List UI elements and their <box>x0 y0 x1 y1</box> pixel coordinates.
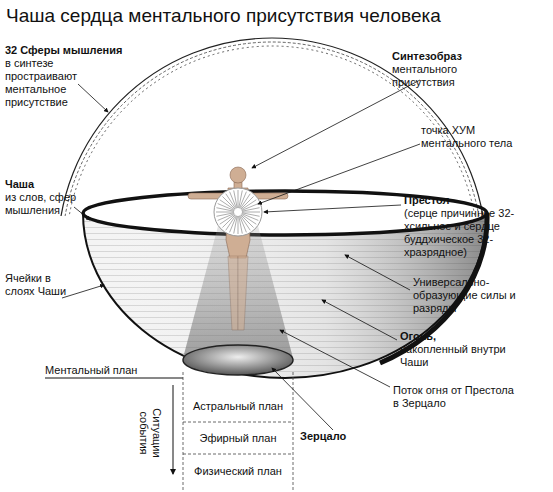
plane-name: Физический план <box>192 465 284 477</box>
callout-label: накопленный внутри Чаши <box>400 343 520 369</box>
callout-label: (серце причинное 32-хсильное и сердце бу… <box>404 207 549 259</box>
throne-ray <box>239 216 243 234</box>
callout-label: Синтезобраз <box>392 50 512 63</box>
plane-name: Астральный план <box>191 400 285 412</box>
throne-ray <box>216 213 234 217</box>
throne-ray <box>240 215 250 230</box>
throne-ray <box>216 212 234 213</box>
throne-ray <box>230 216 237 233</box>
callout-label: Ячейки в слоях Чаши <box>5 272 77 298</box>
plane-name: Эфирный план <box>198 432 279 444</box>
throne-ray <box>238 216 239 234</box>
throne-ray <box>226 194 236 209</box>
throne-ray <box>240 192 247 209</box>
throne-ray <box>242 214 259 221</box>
throne-ray <box>218 204 235 211</box>
callout-label: Зерцало <box>300 430 380 443</box>
callout-label: Поток огня от Престола в Зерцало <box>393 384 518 410</box>
callout-label: ментального присутствия <box>392 63 507 89</box>
callout-label: в синтезе простраивают ментальное присут… <box>5 57 115 109</box>
callout-label: точка ХУМ ментального тела <box>421 124 531 150</box>
callout-label: Огонь, <box>400 330 480 343</box>
title: Чаша сердца ментального присутствия чело… <box>6 5 441 27</box>
plane-band: Астральный план <box>184 390 292 421</box>
throne-ray <box>238 190 239 208</box>
throne-ray <box>241 200 256 210</box>
plane-band: Физический план <box>184 455 292 486</box>
callout-label: из слов, сфер мышления <box>5 191 80 217</box>
throne-ray <box>220 214 235 224</box>
callout-label: Ситуации события <box>137 403 163 463</box>
plane-band: Эфирный план <box>184 423 292 453</box>
throne-ray <box>242 208 260 212</box>
callout-label: Чаша <box>5 178 85 191</box>
callout-label: Ментальный план <box>45 364 175 377</box>
callout-label: Универсально-образующие силы и разряды <box>413 276 548 315</box>
throne-ray <box>242 212 260 213</box>
callout-label: Престол <box>404 194 464 207</box>
callout-label: 32 Сферы мышления <box>5 44 125 57</box>
throne-ray <box>234 190 238 208</box>
